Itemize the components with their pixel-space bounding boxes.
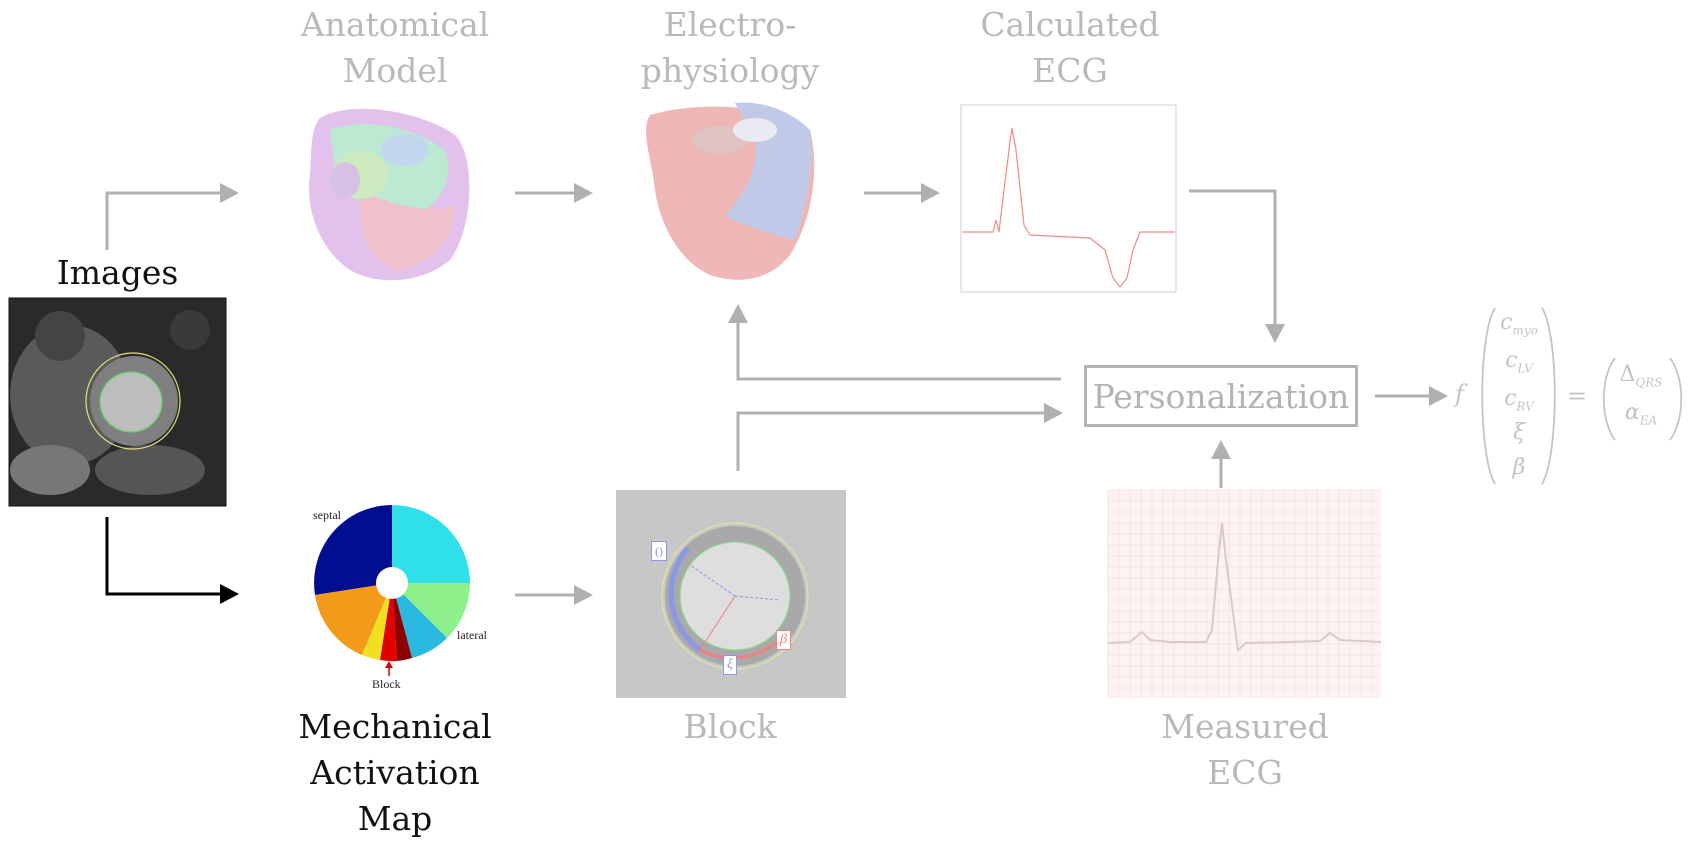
beta-parameter-box: β bbox=[776, 630, 791, 650]
arrow-model-to-electro bbox=[515, 183, 593, 203]
function-symbol: f bbox=[1455, 380, 1464, 408]
param-c-rv: cRV bbox=[1504, 386, 1534, 414]
arrow-images-to-activation-map bbox=[105, 517, 239, 604]
arrow-measured-to-personalization bbox=[1211, 440, 1231, 488]
personalization-box: Personalization bbox=[1084, 365, 1358, 427]
param-c-myo: cmyo bbox=[1500, 310, 1538, 338]
block-marker-label: Block bbox=[372, 677, 401, 691]
personalization-label: Personalization bbox=[1092, 376, 1350, 416]
block-marker-arrow bbox=[385, 661, 393, 676]
block-label: Block bbox=[683, 707, 777, 746]
arrow-personalization-to-equation bbox=[1375, 386, 1448, 406]
output-alpha-ea: αEA bbox=[1624, 400, 1658, 428]
septal-label: septal bbox=[313, 508, 341, 522]
xi-parameter-box: ξ bbox=[723, 655, 737, 675]
param-beta: β bbox=[1512, 455, 1526, 480]
theta-parameter-box: () bbox=[651, 541, 667, 561]
equals-sign: = bbox=[1567, 382, 1588, 410]
output-delta-qrs: ΔQRS bbox=[1619, 362, 1663, 390]
lateral-label: lateral bbox=[457, 628, 487, 642]
activation-map-image bbox=[314, 505, 470, 662]
arrow-images-to-model bbox=[105, 183, 239, 250]
arrow-map-to-block bbox=[515, 585, 593, 605]
calculated-ecg-plot bbox=[960, 104, 1177, 293]
param-c-lv: cLV bbox=[1505, 348, 1533, 376]
arrow-personalization-to-electro bbox=[728, 304, 1061, 381]
equation-brackets bbox=[1481, 307, 1683, 485]
arrow-electro-to-ecg bbox=[864, 183, 940, 203]
param-xi: ξ bbox=[1512, 420, 1526, 445]
measured-ecg-image bbox=[1107, 489, 1382, 698]
images-label: Images bbox=[56, 253, 179, 292]
arrow-block-to-personalization bbox=[736, 403, 1063, 471]
mri-image bbox=[8, 297, 227, 507]
arrow-ecg-to-personalization bbox=[1189, 189, 1285, 343]
electrophysiology-label: Electro-physiology bbox=[640, 5, 820, 90]
anatomical-model-image bbox=[309, 108, 470, 281]
electrophysiology-image bbox=[646, 102, 815, 280]
